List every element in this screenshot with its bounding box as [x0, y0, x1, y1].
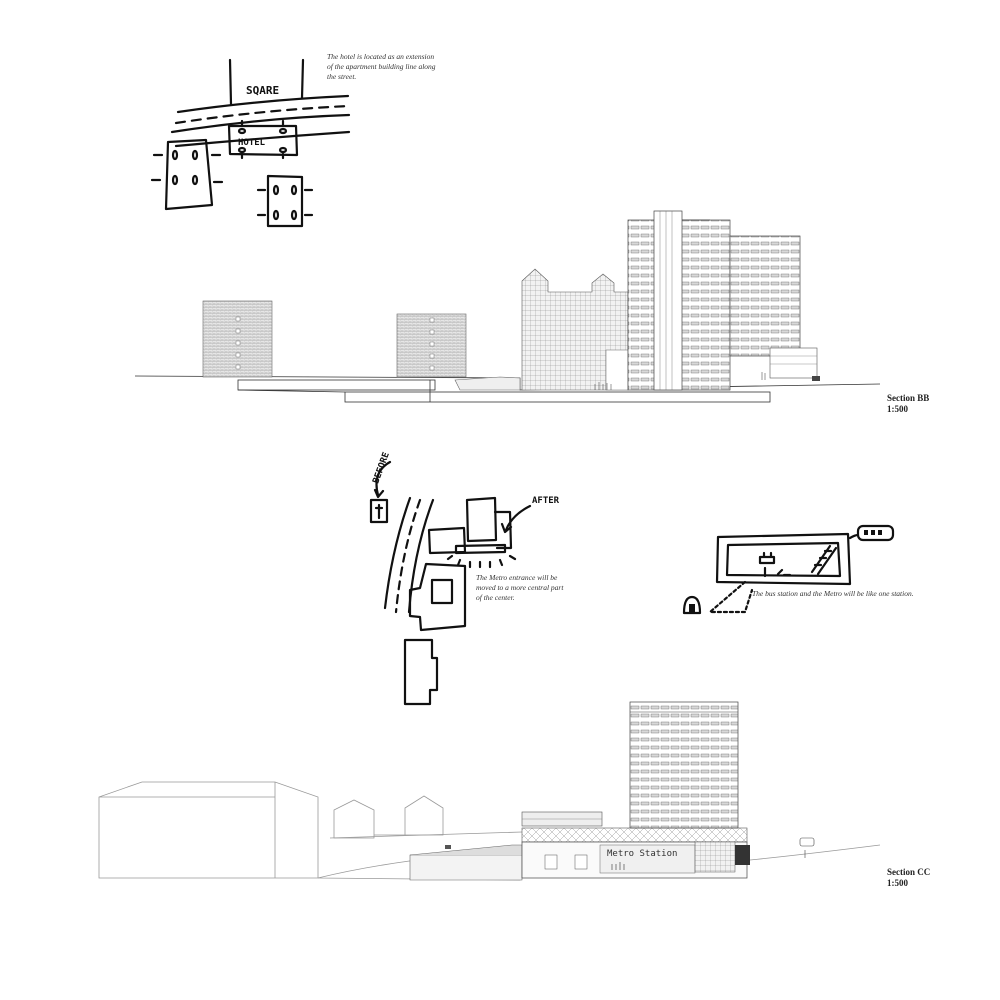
- metro-note-line-1: The Metro entrance will be: [476, 573, 558, 582]
- section-cc-scale: 1:500: [887, 878, 908, 888]
- metro-sketch-note: The Metro entrance will be moved to a mo…: [476, 573, 606, 603]
- after-label: AFTER: [532, 496, 560, 506]
- office-block: [729, 235, 801, 357]
- hotel-note-line-1: The hotel is located as an extension: [327, 52, 435, 61]
- hotel-sketch: SQARE HOTEL: [150, 58, 351, 228]
- station-sketch-note: The bus station and the Metro will be li…: [752, 589, 952, 599]
- station-sign: Metro Station: [607, 849, 677, 859]
- section-cc-label: Section CC 1:500: [887, 867, 930, 889]
- section-bb-label: Section BB 1:500: [887, 393, 929, 415]
- apartment-block-1: [202, 300, 273, 378]
- section-bb-scale: 1:500: [887, 404, 908, 414]
- hotel-sketch-note: The hotel is located as an extension of …: [327, 52, 467, 82]
- hotel-label: HOTEL: [238, 138, 266, 148]
- station-sketch: [682, 524, 895, 615]
- metro-note-line-2: moved to a more central part: [476, 583, 564, 592]
- square-label: SQARE: [246, 84, 279, 97]
- tower-cc: [629, 701, 739, 829]
- underground-slab: [237, 379, 436, 391]
- section-bb-drawing: [134, 210, 881, 403]
- station-note-text: The bus station and the Metro will be li…: [752, 589, 914, 598]
- section-cc-drawing: Metro Station: [98, 701, 881, 881]
- section-bb-title: Section BB: [887, 393, 930, 403]
- station-roof-truss: [521, 827, 748, 843]
- hotel-note-line-3: the street.: [327, 72, 357, 81]
- hotel-note-line-2: of the apartment building line along: [327, 62, 436, 71]
- section-cc-title: Section CC: [887, 867, 931, 877]
- metro-note-line-3: of the center.: [476, 593, 515, 602]
- metro-sketch: BEFORE AFTER: [369, 451, 560, 706]
